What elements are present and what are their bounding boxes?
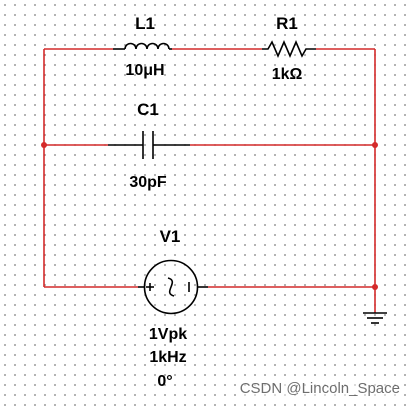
ac-source-circle-icon: [143, 259, 199, 315]
source-name: V1: [160, 227, 181, 246]
source-frequency: 1kHz: [149, 349, 186, 366]
watermark: CSDN @Lincoln_Space: [237, 380, 402, 397]
ac-source-v1[interactable]: V1 1Vpk 1kHz 0°: [138, 227, 208, 390]
inductor-l1[interactable]: L1 10μH: [113, 14, 172, 79]
resistor-r1[interactable]: R1 1kΩ: [262, 14, 316, 83]
top-branch: [43, 48, 376, 287]
resistor-zigzag-icon: [262, 39, 316, 59]
sine-wave-icon: [167, 277, 175, 297]
resistor-value: 1kΩ: [272, 66, 303, 83]
capacitor-value: 30pF: [129, 174, 167, 191]
inductor-name: L1: [135, 14, 155, 33]
junction-dot: [372, 142, 378, 148]
capacitor-name: C1: [137, 100, 159, 119]
junction-nodes: [41, 142, 378, 290]
resistor-name: R1: [276, 14, 298, 33]
inductor-value: 10μH: [125, 62, 164, 79]
ground-icon[interactable]: [363, 287, 387, 324]
source-amplitude: 1Vpk: [149, 326, 187, 343]
capacitor-c1[interactable]: C1 30pF: [108, 100, 190, 191]
inductor-coil-icon: [124, 42, 170, 50]
junction-dot: [372, 284, 378, 290]
source-phase: 0°: [157, 373, 172, 390]
junction-dot: [41, 142, 47, 148]
